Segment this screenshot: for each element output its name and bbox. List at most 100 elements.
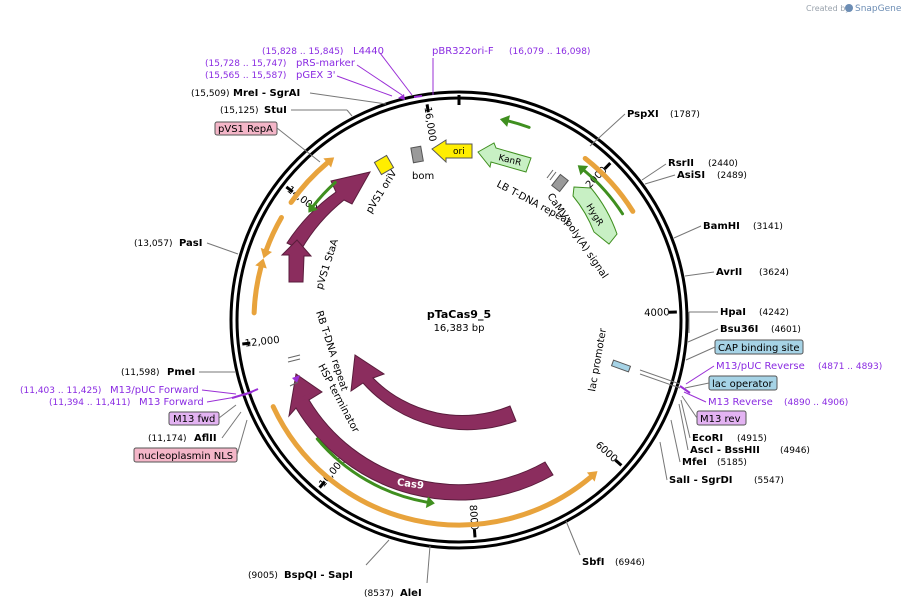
backbone-outer-strand bbox=[229, 90, 689, 550]
tick-label: 16,000 bbox=[422, 106, 438, 142]
tick-label: 4000 bbox=[644, 307, 670, 319]
cas9-outer-arrow bbox=[288, 373, 554, 501]
cas9-inner-label: Cas9 bbox=[414, 426, 443, 444]
bom-label: bom bbox=[412, 171, 434, 182]
primer-prs-name: pRS-marker bbox=[296, 58, 356, 69]
cas9-outer-label: Cas9 bbox=[396, 477, 424, 492]
enzyme-bamhi-pos: (3141) bbox=[753, 222, 783, 232]
enzyme-pmei-name: PmeI bbox=[167, 367, 195, 378]
orf-arrow-head bbox=[260, 247, 273, 259]
enzyme-aflii-name: AflII bbox=[194, 433, 217, 444]
primer-m13-fwd-name: M13 Forward bbox=[139, 397, 204, 408]
enzyme-sali-name: SalI - SgrDI bbox=[669, 475, 733, 486]
tick-mark bbox=[425, 104, 430, 113]
orf-arc-cas9 bbox=[270, 404, 594, 528]
enzyme-bsu36i-name: Bsu36I bbox=[720, 324, 758, 335]
primer-m13-rev-name: M13 Reverse bbox=[708, 397, 773, 408]
primer-m13puc-fwd-name: M13/pUC Forward bbox=[110, 385, 199, 396]
ori-arrow bbox=[431, 139, 473, 164]
primer-m13-fwd-pos: (11,394 .. 11,411) bbox=[49, 398, 130, 408]
primer-l4440-name: L4440 bbox=[353, 46, 384, 57]
enzyme-bamhi-name: BamHI bbox=[703, 221, 740, 232]
primer-pgex-pos: (15,565 .. 15,587) bbox=[205, 71, 286, 81]
orange-arcs bbox=[251, 115, 636, 528]
tick-mark bbox=[242, 341, 251, 346]
tick-mark bbox=[472, 529, 477, 538]
kanr-arrow bbox=[477, 142, 532, 173]
cas9-green-arrow-2 bbox=[320, 442, 337, 459]
kanr-green-arrow bbox=[507, 119, 531, 129]
enzyme-asci-pos: (4946) bbox=[780, 446, 810, 456]
enzyme-ecori-pos: (4915) bbox=[737, 434, 767, 444]
primer-top-mark-1 bbox=[398, 94, 405, 100]
enzyme-pasi-pos: (13,057) bbox=[134, 239, 173, 249]
enzyme-mfei-name: MfeI bbox=[682, 457, 707, 468]
enzyme-mfei-pos: (5185) bbox=[717, 458, 747, 468]
enzyme-bsu36i-pos: (4601) bbox=[771, 325, 801, 335]
primer-m13puc-fwd-pos: (11,403 .. 11,425) bbox=[20, 386, 101, 396]
primer-top-mark-2 bbox=[413, 95, 423, 98]
enzyme-sali-pos: (5547) bbox=[754, 476, 784, 486]
pvs1-staa-arrow bbox=[280, 239, 313, 283]
enzyme-pasi-name: PasI bbox=[179, 238, 202, 249]
lac-operator-label: lac operator bbox=[712, 379, 773, 390]
camv-box bbox=[551, 173, 569, 193]
tick-mark bbox=[285, 185, 294, 193]
credit-label: Created by bbox=[806, 4, 850, 13]
m13-fwd-mark bbox=[292, 375, 300, 383]
hygr-arrow bbox=[572, 186, 618, 245]
primer-m13puc-rev-pos: (4871 .. 4893) bbox=[818, 362, 882, 372]
enzyme-ecori-name: EcoRI bbox=[692, 433, 723, 444]
enzyme-stui-name: StuI bbox=[264, 105, 287, 116]
orf-arrow-head bbox=[586, 471, 598, 482]
lac-promoter-label: lac promoter bbox=[587, 327, 609, 393]
enzyme-mrei-name: MreI - SgrAI bbox=[233, 88, 300, 99]
enzyme-bspqi-name: BspQI - SapI bbox=[284, 570, 353, 581]
enzyme-pspxi-pos: (1787) bbox=[670, 110, 700, 120]
orf-arrow-head bbox=[255, 258, 267, 269]
enzyme-pmei-pos: (11,598) bbox=[121, 368, 160, 378]
primer-pbr322-pos: (16,079 .. 16,098) bbox=[509, 47, 590, 57]
m13-fwd-box bbox=[168, 411, 220, 426]
enzyme-rsrii-name: RsrII bbox=[668, 158, 694, 169]
orf-arc-repa bbox=[288, 160, 330, 205]
primer-l4440-pos: (15,828 .. 15,845) bbox=[262, 47, 343, 57]
pvs1-oriv-square bbox=[373, 154, 395, 176]
primer-prs-pos: (15,728 .. 15,747) bbox=[205, 59, 286, 69]
green-arrow-head bbox=[308, 202, 318, 213]
pvs1-oriv-label: pVS1 oriV bbox=[364, 168, 399, 215]
enzyme-bspqi-pos: (9005) bbox=[248, 571, 278, 581]
tick-mark bbox=[318, 480, 326, 489]
pvs1-oriv-arrow bbox=[286, 171, 371, 251]
tick-mark bbox=[603, 162, 612, 170]
nucleoplasmin-nls-label: nucleoplasmin NLS bbox=[138, 451, 233, 462]
enzyme-sbfi-name: SbfI bbox=[582, 557, 604, 568]
hygr-green-arrow bbox=[582, 169, 625, 216]
orf-arrow-head bbox=[323, 157, 335, 168]
enzyme-rsrii-pos: (2440) bbox=[708, 159, 738, 169]
repa-green-arrow bbox=[311, 181, 337, 208]
snapgene-logo-icon bbox=[845, 4, 853, 12]
enzyme-stui-pos: (15,125) bbox=[220, 106, 259, 116]
primer-pgex-name: pGEX 3' bbox=[296, 70, 336, 81]
orf-arc-upper-left bbox=[263, 215, 284, 253]
lac-promoter-box bbox=[610, 359, 632, 373]
enzyme-hpai-pos: (4242) bbox=[759, 308, 789, 318]
cas9-inner-arrow bbox=[350, 354, 517, 431]
cap-binding-site-label: CAP binding site bbox=[718, 343, 800, 354]
bom-box bbox=[410, 145, 424, 164]
enzyme-asisi-name: AsiSI bbox=[677, 170, 705, 181]
enzyme-mrei-pos: (15,509) bbox=[191, 89, 230, 99]
enzyme-aflii-pos: (11,174) bbox=[148, 434, 187, 444]
m13-rev-box-label: M13 rev bbox=[700, 414, 741, 425]
primer-m13puc-rev-name: M13/pUC Reverse bbox=[716, 361, 805, 372]
tick-label: 12,000 bbox=[244, 335, 280, 350]
ori-label: ori bbox=[453, 147, 465, 157]
pvs1-repa-label: pVS1 RepA bbox=[218, 124, 273, 135]
enzyme-pspxi-name: PspXI bbox=[627, 109, 659, 120]
hsp-box bbox=[295, 393, 313, 403]
tick-mark bbox=[614, 458, 623, 467]
enzyme-alei-name: AleI bbox=[400, 588, 422, 599]
green-arrow-head bbox=[577, 165, 589, 176]
